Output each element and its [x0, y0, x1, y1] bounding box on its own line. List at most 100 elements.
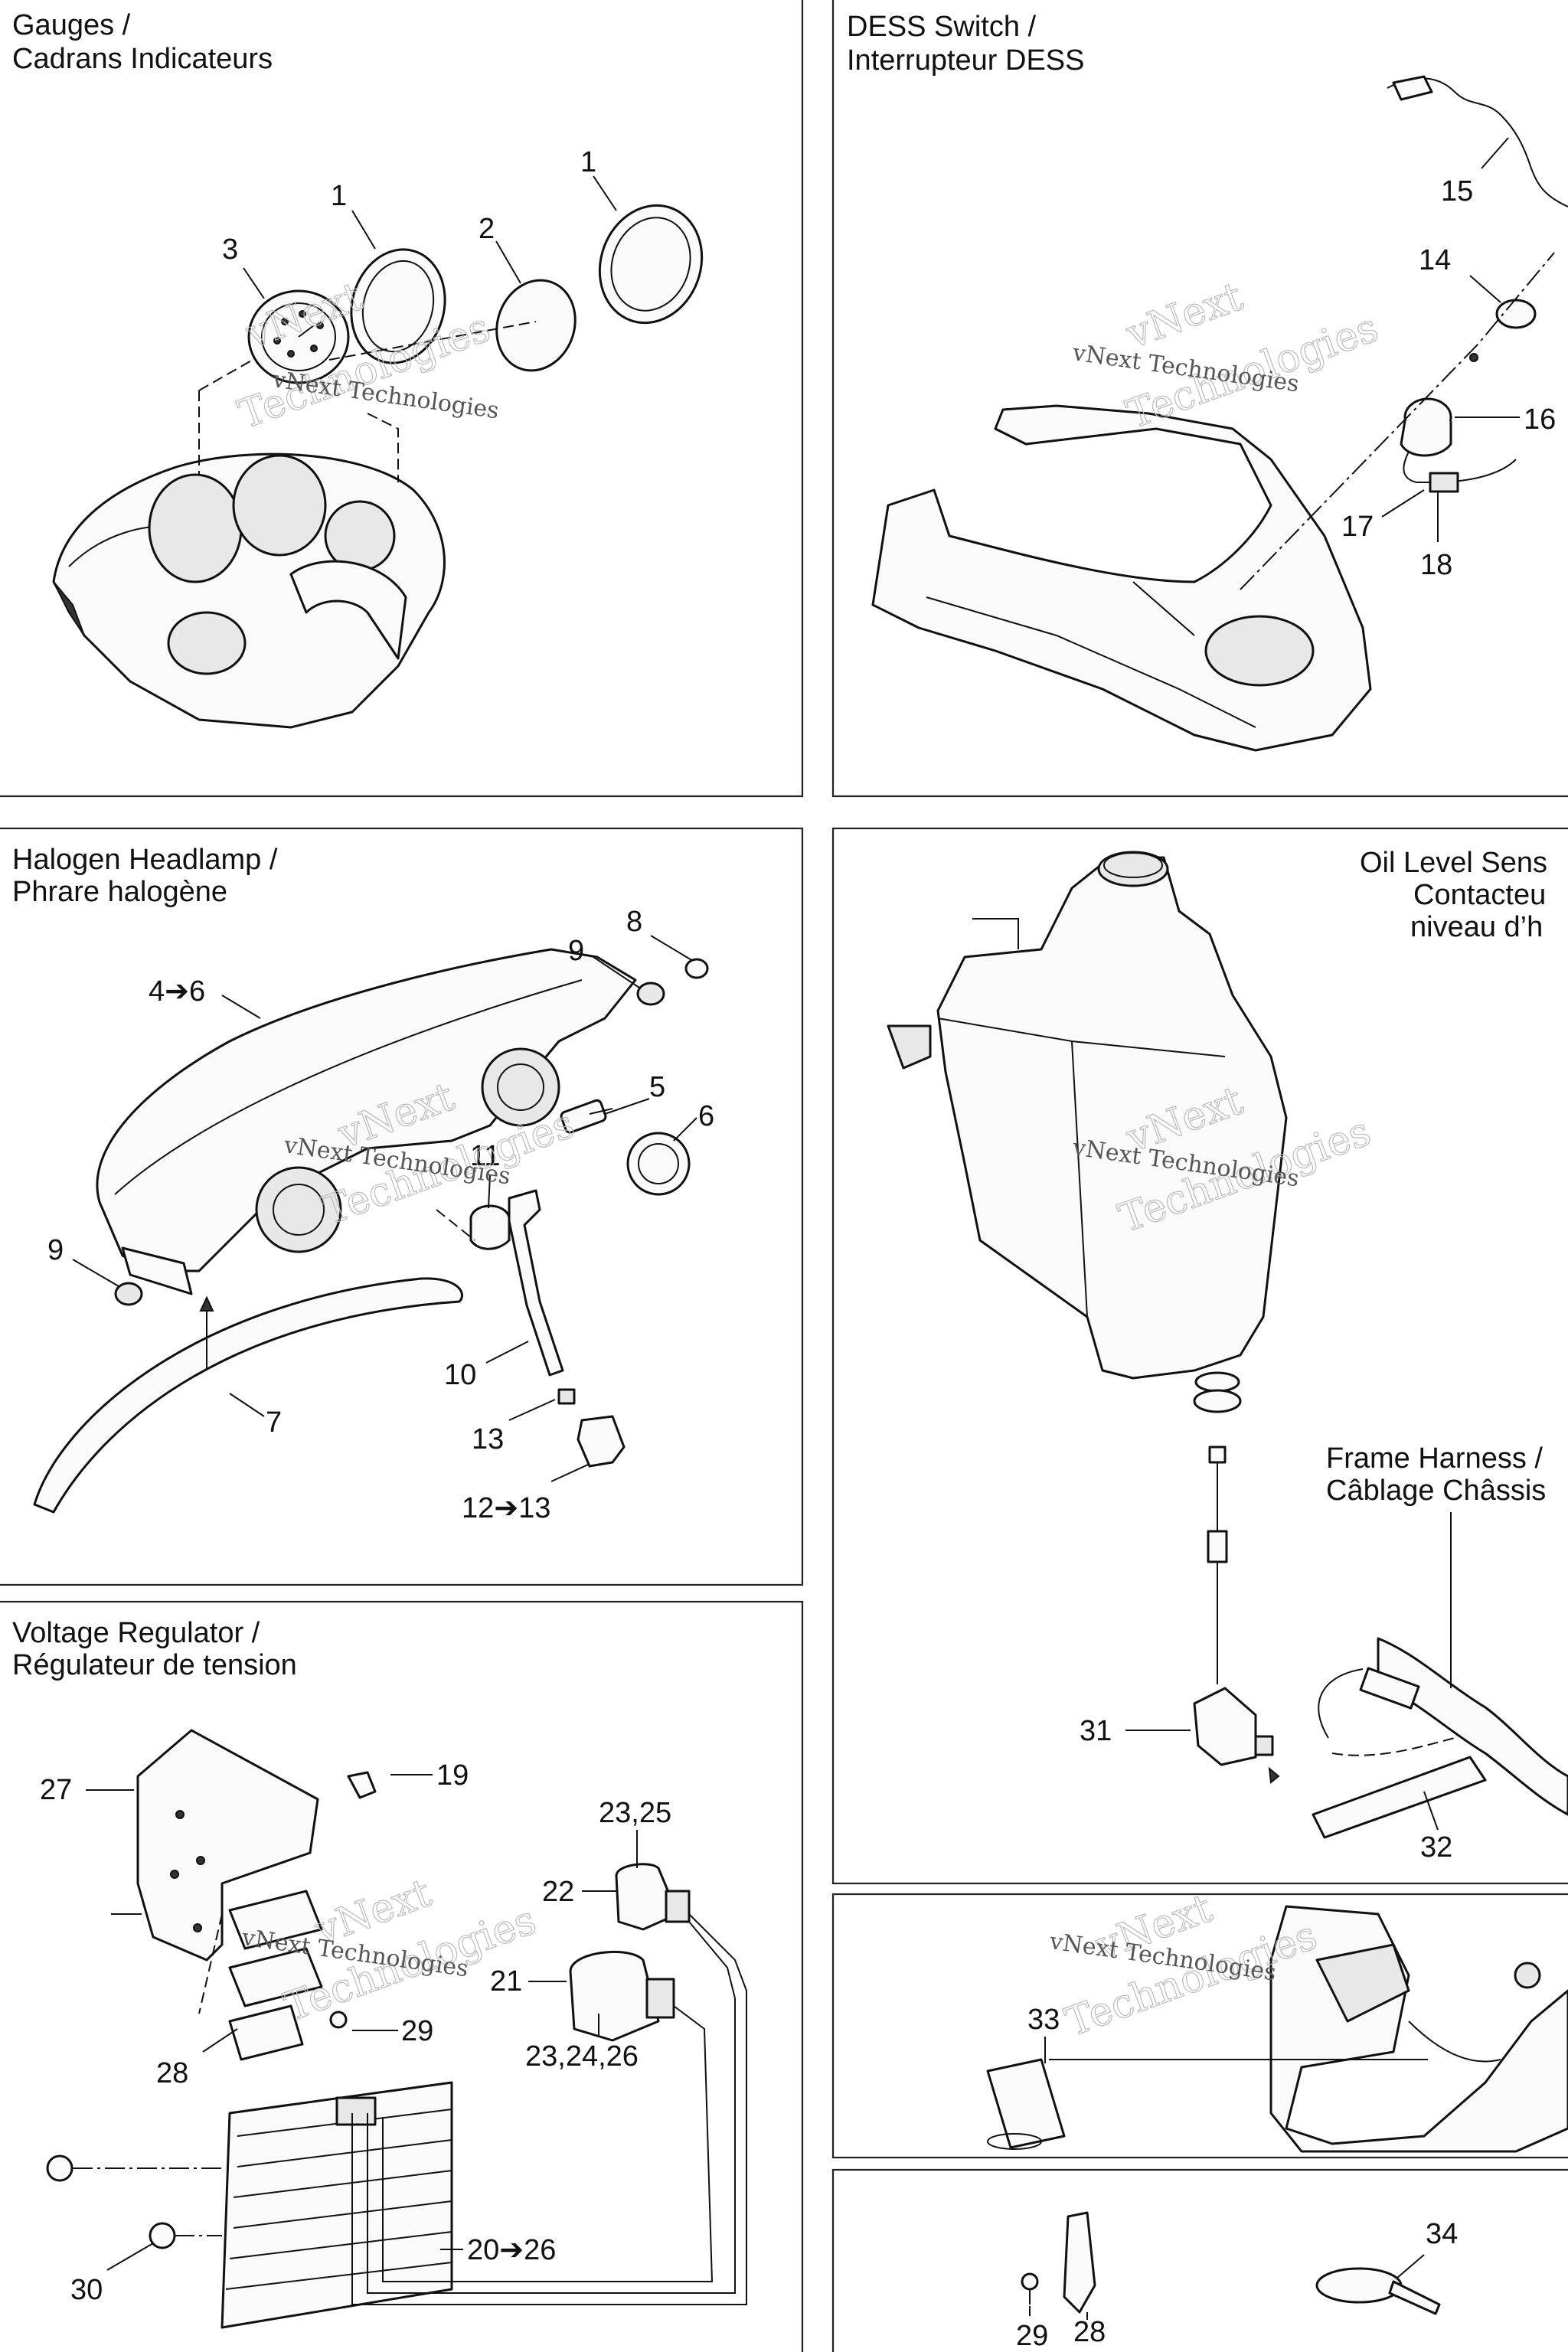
callout-21: 21 — [490, 1965, 522, 1998]
callout-16: 16 — [1524, 403, 1556, 436]
sheath-drawing: 33 — [986, 1905, 1568, 2153]
frame-harness — [1377, 1637, 1568, 1816]
callout-33: 33 — [1027, 2004, 1060, 2036]
sleeve-32 — [1312, 1756, 1487, 1839]
callout-22: 22 — [542, 1876, 574, 1908]
callout-11: 11 — [470, 1140, 500, 1172]
callout-9-top: 9 — [568, 935, 584, 967]
clip-28-small — [1063, 2211, 1096, 2314]
oil-title-line3: niveau d’h — [1410, 911, 1543, 943]
dess-switch-16 — [1400, 397, 1452, 457]
oil-title-line2: Contacteu — [1413, 879, 1546, 911]
gauge-3 — [247, 289, 350, 384]
lanyard-clip — [1392, 75, 1433, 101]
oil-drawing: 31 32 — [887, 851, 1568, 1864]
gauges-title-fr: Cadrans Indicateurs — [12, 43, 273, 75]
lens-2 — [495, 279, 577, 372]
callout-13: 13 — [472, 1423, 504, 1455]
headlamp-drawing: 8 9 4➔6 5 6 11 9 10 7 13 12➔13 — [33, 906, 714, 1524]
regulator-panel — [0, 1600, 804, 2352]
callout-27: 27 — [40, 1774, 72, 1806]
callout-32: 32 — [1420, 1831, 1452, 1864]
cable-tie-tail — [1388, 2280, 1441, 2315]
svg-text:vNext: vNext — [1120, 273, 1249, 358]
callout-28: 28 — [156, 2057, 188, 2089]
callout-1b: 1 — [580, 146, 596, 178]
callout-5: 5 — [649, 1071, 665, 1103]
screw-29 — [329, 2011, 348, 2029]
headlamp-title-en: Halogen Headlamp / — [12, 844, 278, 876]
harness-connector — [1359, 1667, 1420, 1710]
callout-23-24-26: 23,24,26 — [525, 2040, 639, 2073]
sheath-33 — [986, 2058, 1066, 2149]
callout-14: 14 — [1419, 244, 1451, 276]
callout-10: 10 — [444, 1359, 476, 1391]
sensor-body — [1207, 1530, 1228, 1563]
gauge-opening-left — [148, 473, 243, 583]
oil-level-sensor-31 — [1193, 1687, 1257, 1766]
oil-tank — [936, 856, 1288, 1380]
callout-34: 34 — [1426, 2218, 1458, 2250]
grommet-9-left — [114, 1282, 143, 1306]
callout-4-to-6: 4➔6 — [149, 975, 205, 1008]
connector-21 — [569, 1950, 660, 2042]
nut-8 — [684, 958, 709, 979]
oil-tank-bracket — [887, 1024, 932, 1070]
screw-29-small — [1021, 2272, 1039, 2291]
bulb-5 — [560, 1099, 613, 1134]
regulator-title-fr: Régulateur de tension — [12, 1649, 297, 1681]
callout-30: 30 — [70, 2274, 103, 2306]
sensor-cap — [1208, 1446, 1227, 1464]
oil-title-line1: Oil Level Sens — [1360, 847, 1547, 879]
retaining-ring-6 — [626, 1132, 691, 1196]
oil-tank-filler — [1097, 851, 1169, 887]
callout-29-ties: 29 — [1016, 2320, 1048, 2352]
bezel-1-right — [598, 204, 704, 325]
callout-12-to-13: 12➔13 — [462, 1492, 550, 1524]
voltage-regulator — [220, 2081, 453, 2329]
headlamp-reflector-upper — [481, 1047, 560, 1127]
headlamp-panel — [0, 827, 804, 1586]
plate-28-b — [228, 1947, 323, 2007]
connector-22 — [615, 1863, 679, 1931]
connector-22-plug — [665, 1890, 691, 1923]
callout-17: 17 — [1341, 511, 1374, 543]
screw-19 — [347, 1771, 377, 1799]
ties-panel — [831, 2168, 1568, 2352]
callout-28-ties: 28 — [1073, 2316, 1106, 2348]
connector-17 — [1429, 472, 1459, 493]
connector-12 — [577, 1415, 626, 1468]
gauge-opening-center — [232, 454, 327, 557]
callout-2: 2 — [479, 213, 495, 245]
callout-23-25: 23,25 — [599, 1797, 671, 1829]
lanyard-cord — [1387, 77, 1568, 207]
bolt-30-b — [149, 2222, 176, 2249]
tube-10 — [508, 1189, 564, 1377]
bolt-30-a — [46, 2154, 74, 2182]
dess-post-recess — [1204, 615, 1315, 687]
sensor-connector — [1254, 1735, 1274, 1756]
dess-title-fr: Interrupteur DESS — [847, 44, 1084, 77]
regulator-drawing: 27 19 23,25 22 21 29 23,24,26 28 20➔26 3… — [40, 1729, 747, 2329]
callout-18: 18 — [1420, 549, 1452, 581]
cap-14 — [1495, 299, 1537, 329]
grommet-9-top — [636, 982, 665, 1006]
headlamp-reflector-lower — [255, 1166, 342, 1253]
bezel-1-left — [350, 248, 446, 364]
oil-sensor-panel — [831, 827, 1568, 1885]
dess-drawing: 15 14 16 17 18 — [871, 75, 1568, 752]
connector-21-plug — [645, 1978, 675, 2019]
gauge-opening-right — [324, 500, 396, 572]
plate-28-a — [228, 1890, 323, 1950]
callout-8: 8 — [626, 906, 642, 938]
frame-bolt — [1514, 1962, 1541, 1989]
frame-bracket — [1315, 1943, 1410, 2023]
dess-panel — [831, 0, 1568, 798]
callout-31: 31 — [1080, 1715, 1112, 1747]
dess-title-en: DESS Switch / — [847, 11, 1037, 43]
regulator-connector — [335, 2096, 377, 2126]
clip-13 — [557, 1388, 576, 1405]
sensor-grommet-top — [1194, 1371, 1240, 1393]
gauge-opening-low — [167, 611, 247, 675]
callout-6: 6 — [698, 1100, 714, 1132]
